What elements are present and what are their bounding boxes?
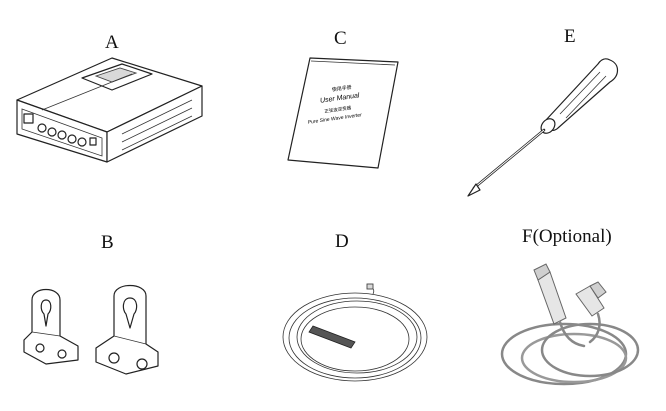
rj-connector-icon	[575, 281, 607, 317]
brackets-illustration	[23, 284, 159, 375]
label-f: F(Optional)	[522, 226, 612, 247]
label-b: B	[101, 232, 114, 253]
label-d: D	[335, 231, 349, 252]
socket-icons	[37, 123, 87, 147]
label-e: E	[564, 26, 576, 47]
inverter-illustration	[16, 57, 203, 163]
manual-cn-title: 使用手册	[331, 84, 352, 94]
label-a: A	[105, 32, 119, 53]
user-manual-illustration: 使用手册 User Manual 正弦波逆变器 Pure Sine Wave I…	[287, 57, 399, 169]
label-c: C	[334, 28, 347, 49]
usb-cable-illustration	[500, 263, 640, 386]
screwdriver-illustration	[467, 58, 619, 197]
usb-plug-icon	[533, 263, 567, 325]
sensor-probe	[308, 325, 356, 349]
sensor-cable-illustration	[282, 283, 428, 382]
manual-cn-subtitle: 正弦波逆变器	[324, 104, 352, 115]
